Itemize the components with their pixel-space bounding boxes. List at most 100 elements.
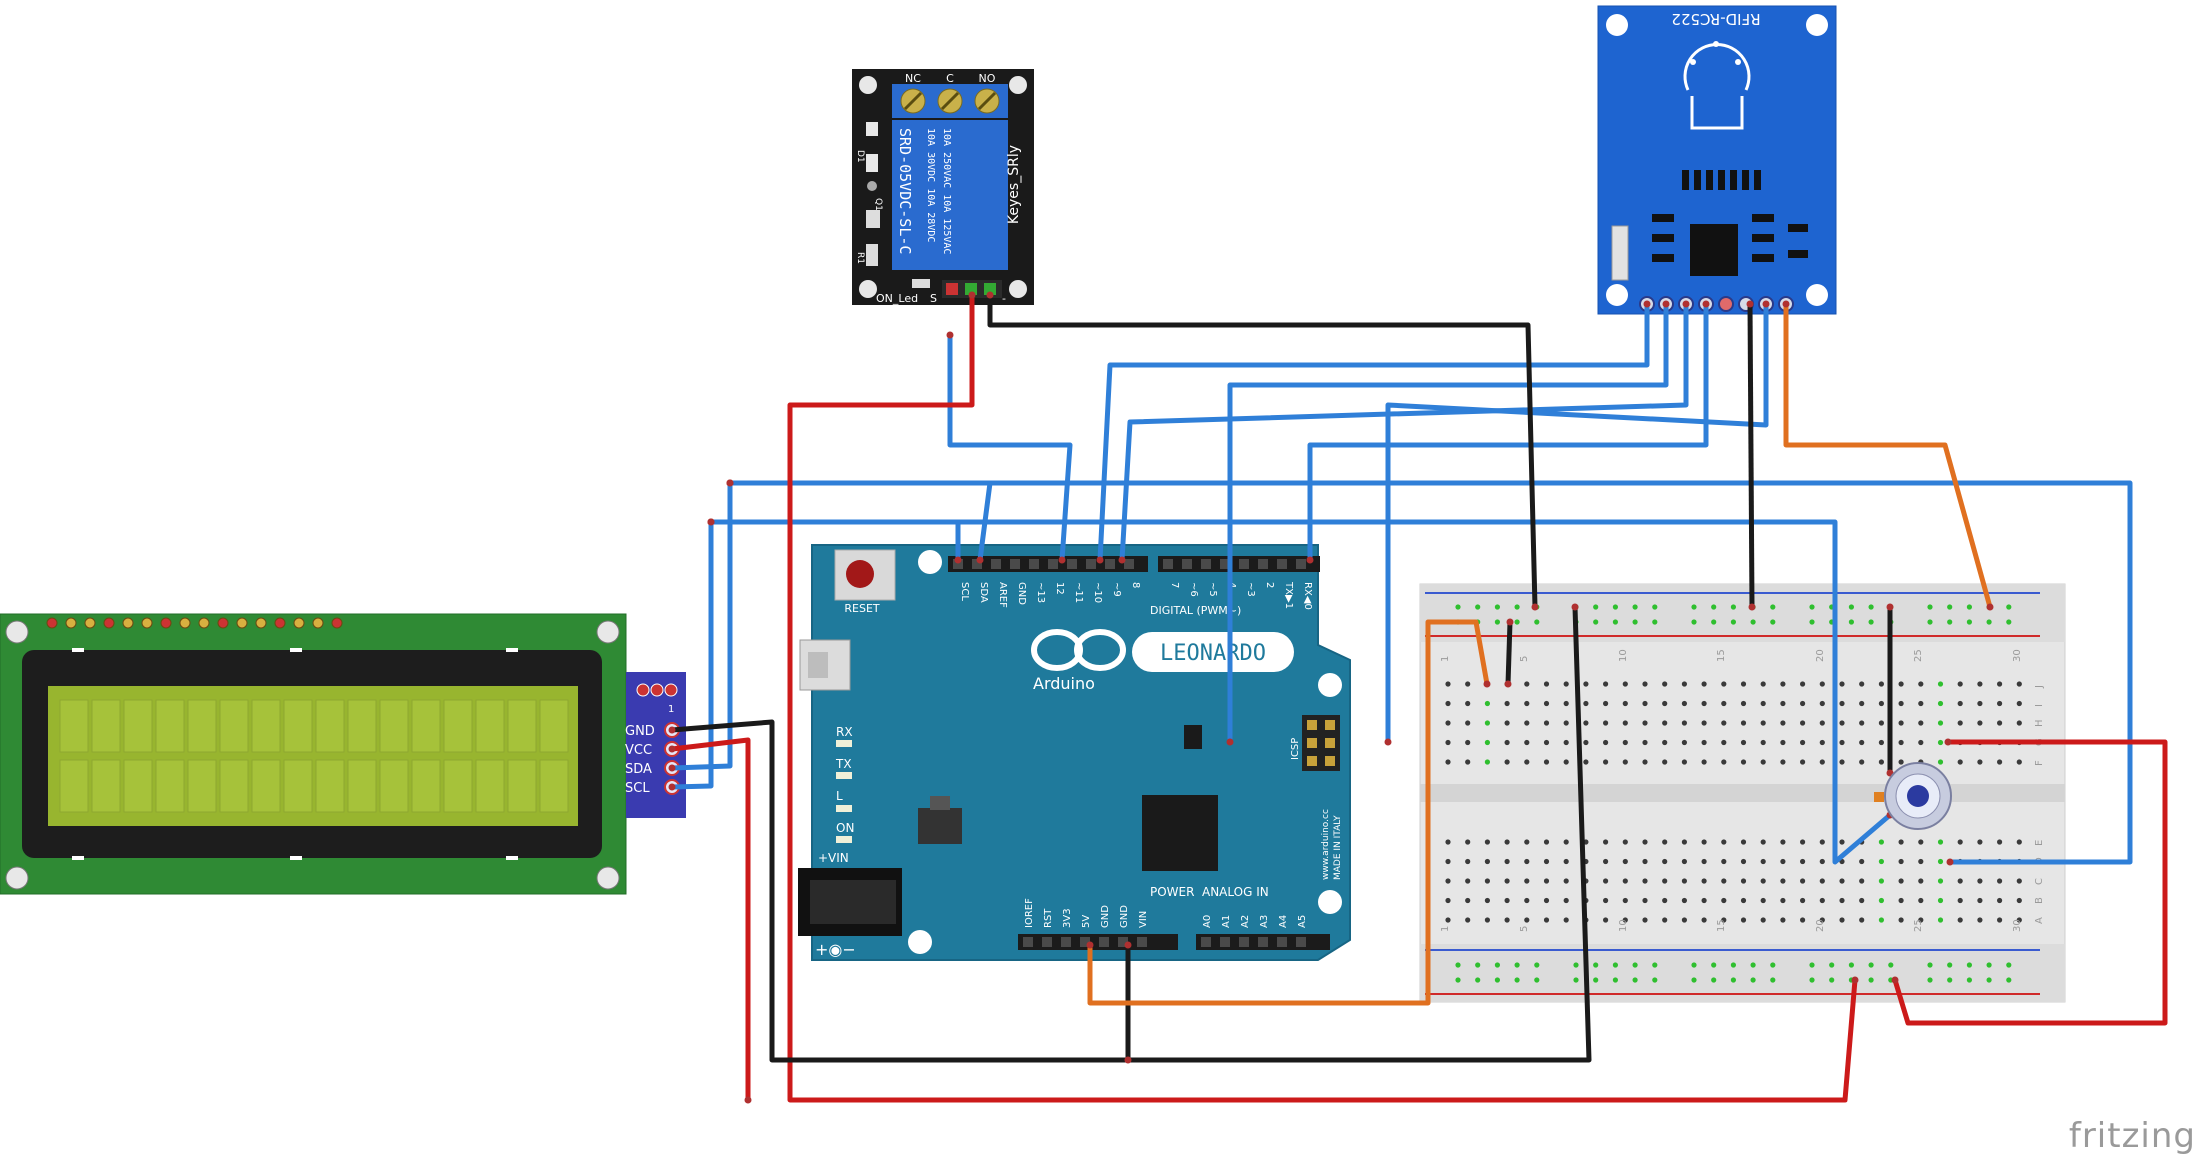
breadboard-hole bbox=[1445, 739, 1451, 746]
wire-end bbox=[976, 556, 984, 564]
rail-hole bbox=[1947, 977, 1953, 983]
breadboard-hole bbox=[1780, 739, 1786, 746]
breadboard-hole bbox=[1937, 739, 1944, 746]
breadboard-hole bbox=[1701, 839, 1707, 845]
breadboard-hole bbox=[1504, 897, 1510, 904]
breadboard-hole bbox=[1878, 700, 1884, 707]
digital-pin-label: GND bbox=[1016, 582, 1027, 605]
arduino-brand: Arduino bbox=[1033, 674, 1095, 693]
breadboard-hole bbox=[1642, 681, 1648, 687]
breadboard-hole bbox=[1445, 917, 1451, 923]
power-pin-label: IOREF bbox=[1024, 898, 1035, 928]
digital-pin-label: 12 bbox=[1054, 582, 1065, 595]
rail-hole bbox=[1770, 977, 1776, 983]
analog-label: ANALOG IN bbox=[1202, 885, 1269, 899]
wires bbox=[668, 291, 2168, 1104]
digital-pin-label: ~10 bbox=[1092, 582, 1103, 603]
breadboard-hole bbox=[1859, 681, 1865, 687]
digital-pin bbox=[1277, 559, 1287, 569]
col-number: 15 bbox=[1716, 649, 1727, 662]
breadboard-hole bbox=[1721, 681, 1727, 687]
breadboard-hole bbox=[1898, 897, 1904, 904]
digital-pin bbox=[1258, 559, 1268, 569]
breadboard-hole bbox=[1543, 759, 1550, 765]
breadboard-hole bbox=[1997, 681, 2003, 687]
rail-hole bbox=[1494, 604, 1500, 610]
breadboard-hole bbox=[1701, 858, 1707, 865]
col-number: 10 bbox=[1618, 649, 1629, 662]
rail-hole bbox=[1888, 962, 1894, 968]
breadboard-hole bbox=[1918, 858, 1924, 865]
breadboard-hole bbox=[1603, 917, 1609, 923]
breadboard-hole bbox=[1918, 897, 1924, 904]
lcd-cell bbox=[59, 699, 89, 753]
breadboard-hole bbox=[1977, 839, 1983, 845]
wire-bb-gnd-jumper bbox=[1505, 621, 1513, 685]
breadboard-hole bbox=[1622, 839, 1628, 845]
breadboard-hole bbox=[1504, 917, 1510, 923]
wire-encoder-a bbox=[711, 519, 1892, 865]
breadboard-hole bbox=[1543, 878, 1550, 884]
led-tx-label: TX bbox=[835, 757, 852, 771]
breadboard-hole bbox=[1465, 839, 1471, 845]
breadboard-hole bbox=[1524, 839, 1530, 845]
breadboard-hole bbox=[1642, 858, 1648, 865]
lcd-pin bbox=[103, 617, 115, 629]
lcd-cell bbox=[187, 699, 217, 753]
col-number: 20 bbox=[1815, 649, 1826, 662]
breadboard-hole bbox=[1524, 739, 1530, 746]
wire-end bbox=[1782, 300, 1790, 308]
breadboard-hole bbox=[1977, 917, 1983, 923]
rail-hole bbox=[1514, 977, 1520, 983]
lcd-cell bbox=[251, 759, 281, 813]
breadboard-hole bbox=[1997, 759, 2003, 765]
lcd-cell bbox=[155, 699, 185, 753]
icsp-pin bbox=[1307, 738, 1317, 748]
breadboard-hole bbox=[1484, 878, 1490, 884]
breadboard-hole bbox=[1859, 878, 1865, 884]
breadboard-hole bbox=[1484, 897, 1490, 904]
arduino-logo: Arduino LEONARDO bbox=[1031, 629, 1294, 693]
breadboard-hole bbox=[1878, 681, 1884, 687]
rail-hole bbox=[1927, 604, 1933, 610]
row-letter: B bbox=[2034, 897, 2045, 904]
breadboard-hole bbox=[1780, 759, 1786, 765]
breadboard-hole bbox=[2016, 759, 2022, 765]
wire-miso-rfid bbox=[1307, 304, 1709, 560]
icsp-pin bbox=[1325, 738, 1335, 748]
breadboard-hole bbox=[1701, 681, 1707, 687]
analog-pin bbox=[1201, 937, 1211, 947]
wire-end bbox=[1086, 941, 1094, 949]
rail-hole bbox=[1691, 619, 1697, 625]
lcd-cell bbox=[123, 759, 153, 813]
digital-pin bbox=[1048, 559, 1058, 569]
breadboard-hole bbox=[1918, 878, 1924, 884]
breadboard-hole bbox=[1622, 917, 1628, 923]
breadboard-hole bbox=[1918, 839, 1924, 845]
breadboard-hole bbox=[1760, 897, 1766, 904]
digital-pin-label: RX◀0 bbox=[1302, 582, 1313, 610]
breadboard-hole bbox=[1878, 720, 1884, 726]
breadboard-hole bbox=[1603, 878, 1609, 884]
lcd-pin bbox=[331, 617, 343, 629]
breadboard-hole bbox=[1780, 878, 1786, 884]
digital-header bbox=[948, 556, 1320, 572]
breadboard-hole bbox=[1740, 759, 1747, 765]
rail-hole bbox=[1986, 977, 1992, 983]
wire-end bbox=[954, 556, 962, 564]
wire-end bbox=[1483, 680, 1491, 688]
breadboard-hole bbox=[1563, 720, 1569, 726]
rail-hole bbox=[2006, 619, 2012, 625]
breadboard-hole bbox=[1662, 739, 1668, 746]
breadboard-hole bbox=[1800, 720, 1806, 726]
i2c-aux-pin bbox=[650, 683, 664, 697]
lcd-pin bbox=[274, 617, 286, 629]
analog-pin-label: A1 bbox=[1221, 915, 1232, 928]
power-pin-label: VIN bbox=[1138, 911, 1149, 928]
breadboard-hole bbox=[1465, 681, 1471, 687]
breadboard-hole bbox=[1681, 917, 1687, 923]
led-rx-label: RX bbox=[836, 725, 853, 739]
lcd-cell bbox=[219, 759, 249, 813]
breadboard-hole bbox=[1800, 897, 1806, 904]
